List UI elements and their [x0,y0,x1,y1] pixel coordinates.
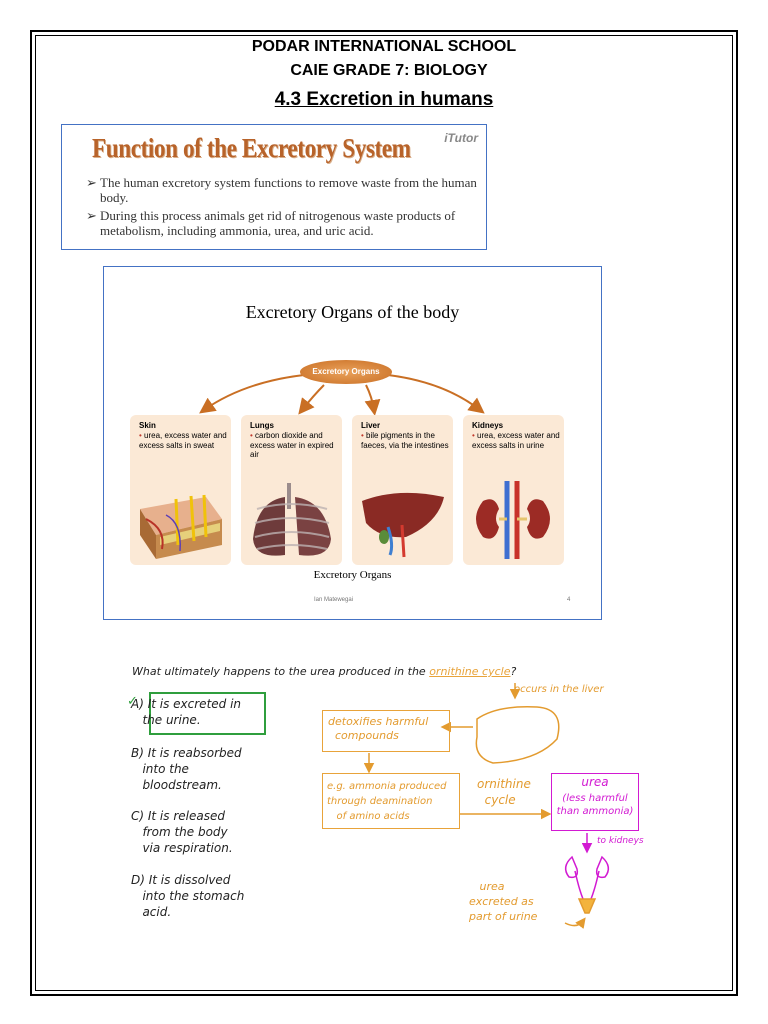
example-text: e.g. ammonia produced through deaminatio… [327,781,447,822]
detox-box [322,710,450,752]
liver-note: occurs in the liver [514,684,604,695]
slide-page-number: 4 [567,597,571,603]
liver-icon [475,706,560,764]
liver-illustration [362,492,444,558]
option-b: B) It is reabsorbed into the bloodstream… [131,746,242,792]
arrow-bullet-icon: ➢ [86,208,97,223]
function-title: Function of the Excretory System [92,133,411,163]
tick-icon: ✓ [127,694,138,709]
organ-arrows [199,374,485,416]
slide-footer: Ian Matewegai [314,597,354,603]
ornithine-cycle-label: ornithine cycle [477,777,531,807]
urea-note: (less harmful than ammonia) [556,793,634,817]
organ-card-kidneys: Kidneys • urea, excess water and excess … [463,415,564,565]
excreted-label: urea excreted as part of urine [469,880,538,923]
cycle-diagram [363,683,610,929]
skin-illustration [140,494,222,559]
option-c: C) It is released from the body via resp… [131,809,233,855]
excretory-organs-node: Excretory Organs [300,360,392,384]
slide-caption: Excretory Organs [313,569,392,581]
organ-card-liver: Liver • bile pigments in the faeces, via… [352,415,453,565]
school-name: PODAR INTERNATIONAL SCHOOL [251,38,517,55]
kidneys-illustration [476,481,550,559]
option-d: D) It is dissolved into the stomach acid… [131,873,245,919]
slide-title: Excretory Organs of the body [245,302,460,322]
kidney-icon [595,855,610,879]
arrow-bullet-icon: ➢ [86,175,97,190]
question-text: What ultimately happens to the urea prod… [132,665,517,678]
function-excretory-image: Function of the Excretory System iTutor … [61,124,487,250]
example-box [322,773,460,829]
answer-highlight-box [149,692,266,735]
function-bullet: ➢ During this process animals get rid of… [86,208,456,238]
page-border-inner [35,35,733,991]
urea-title: urea [581,775,609,789]
organ-card-skin: Skin • urea, excess water and excess sal… [130,415,231,565]
urea-box [551,773,639,831]
to-kidneys-label: to kidneys [597,836,644,846]
page-title: 4.3 Excretion in humans [274,89,494,110]
lungs-illustration [253,483,331,556]
page-border-outer [30,30,738,996]
ornithine-cycle-question: What ultimately happens to the urea prod… [117,649,650,934]
grade-subject: CAIE GRADE 7: BIOLOGY [290,62,488,79]
excretory-organs-slide: Excretory Organs of the body Excretory O… [103,266,602,620]
kidney-icon [564,855,579,879]
function-bullet: ➢ The human excretory system functions t… [86,175,477,205]
option-a: A) It is excreted in the urine. [131,697,242,727]
bladder-icon [577,898,597,914]
detox-text: detoxifies harmful compounds [328,715,429,742]
organ-card-lungs: Lungs • carbon dioxide and excess water … [241,415,342,565]
itutor-logo: iTutor [444,131,478,145]
